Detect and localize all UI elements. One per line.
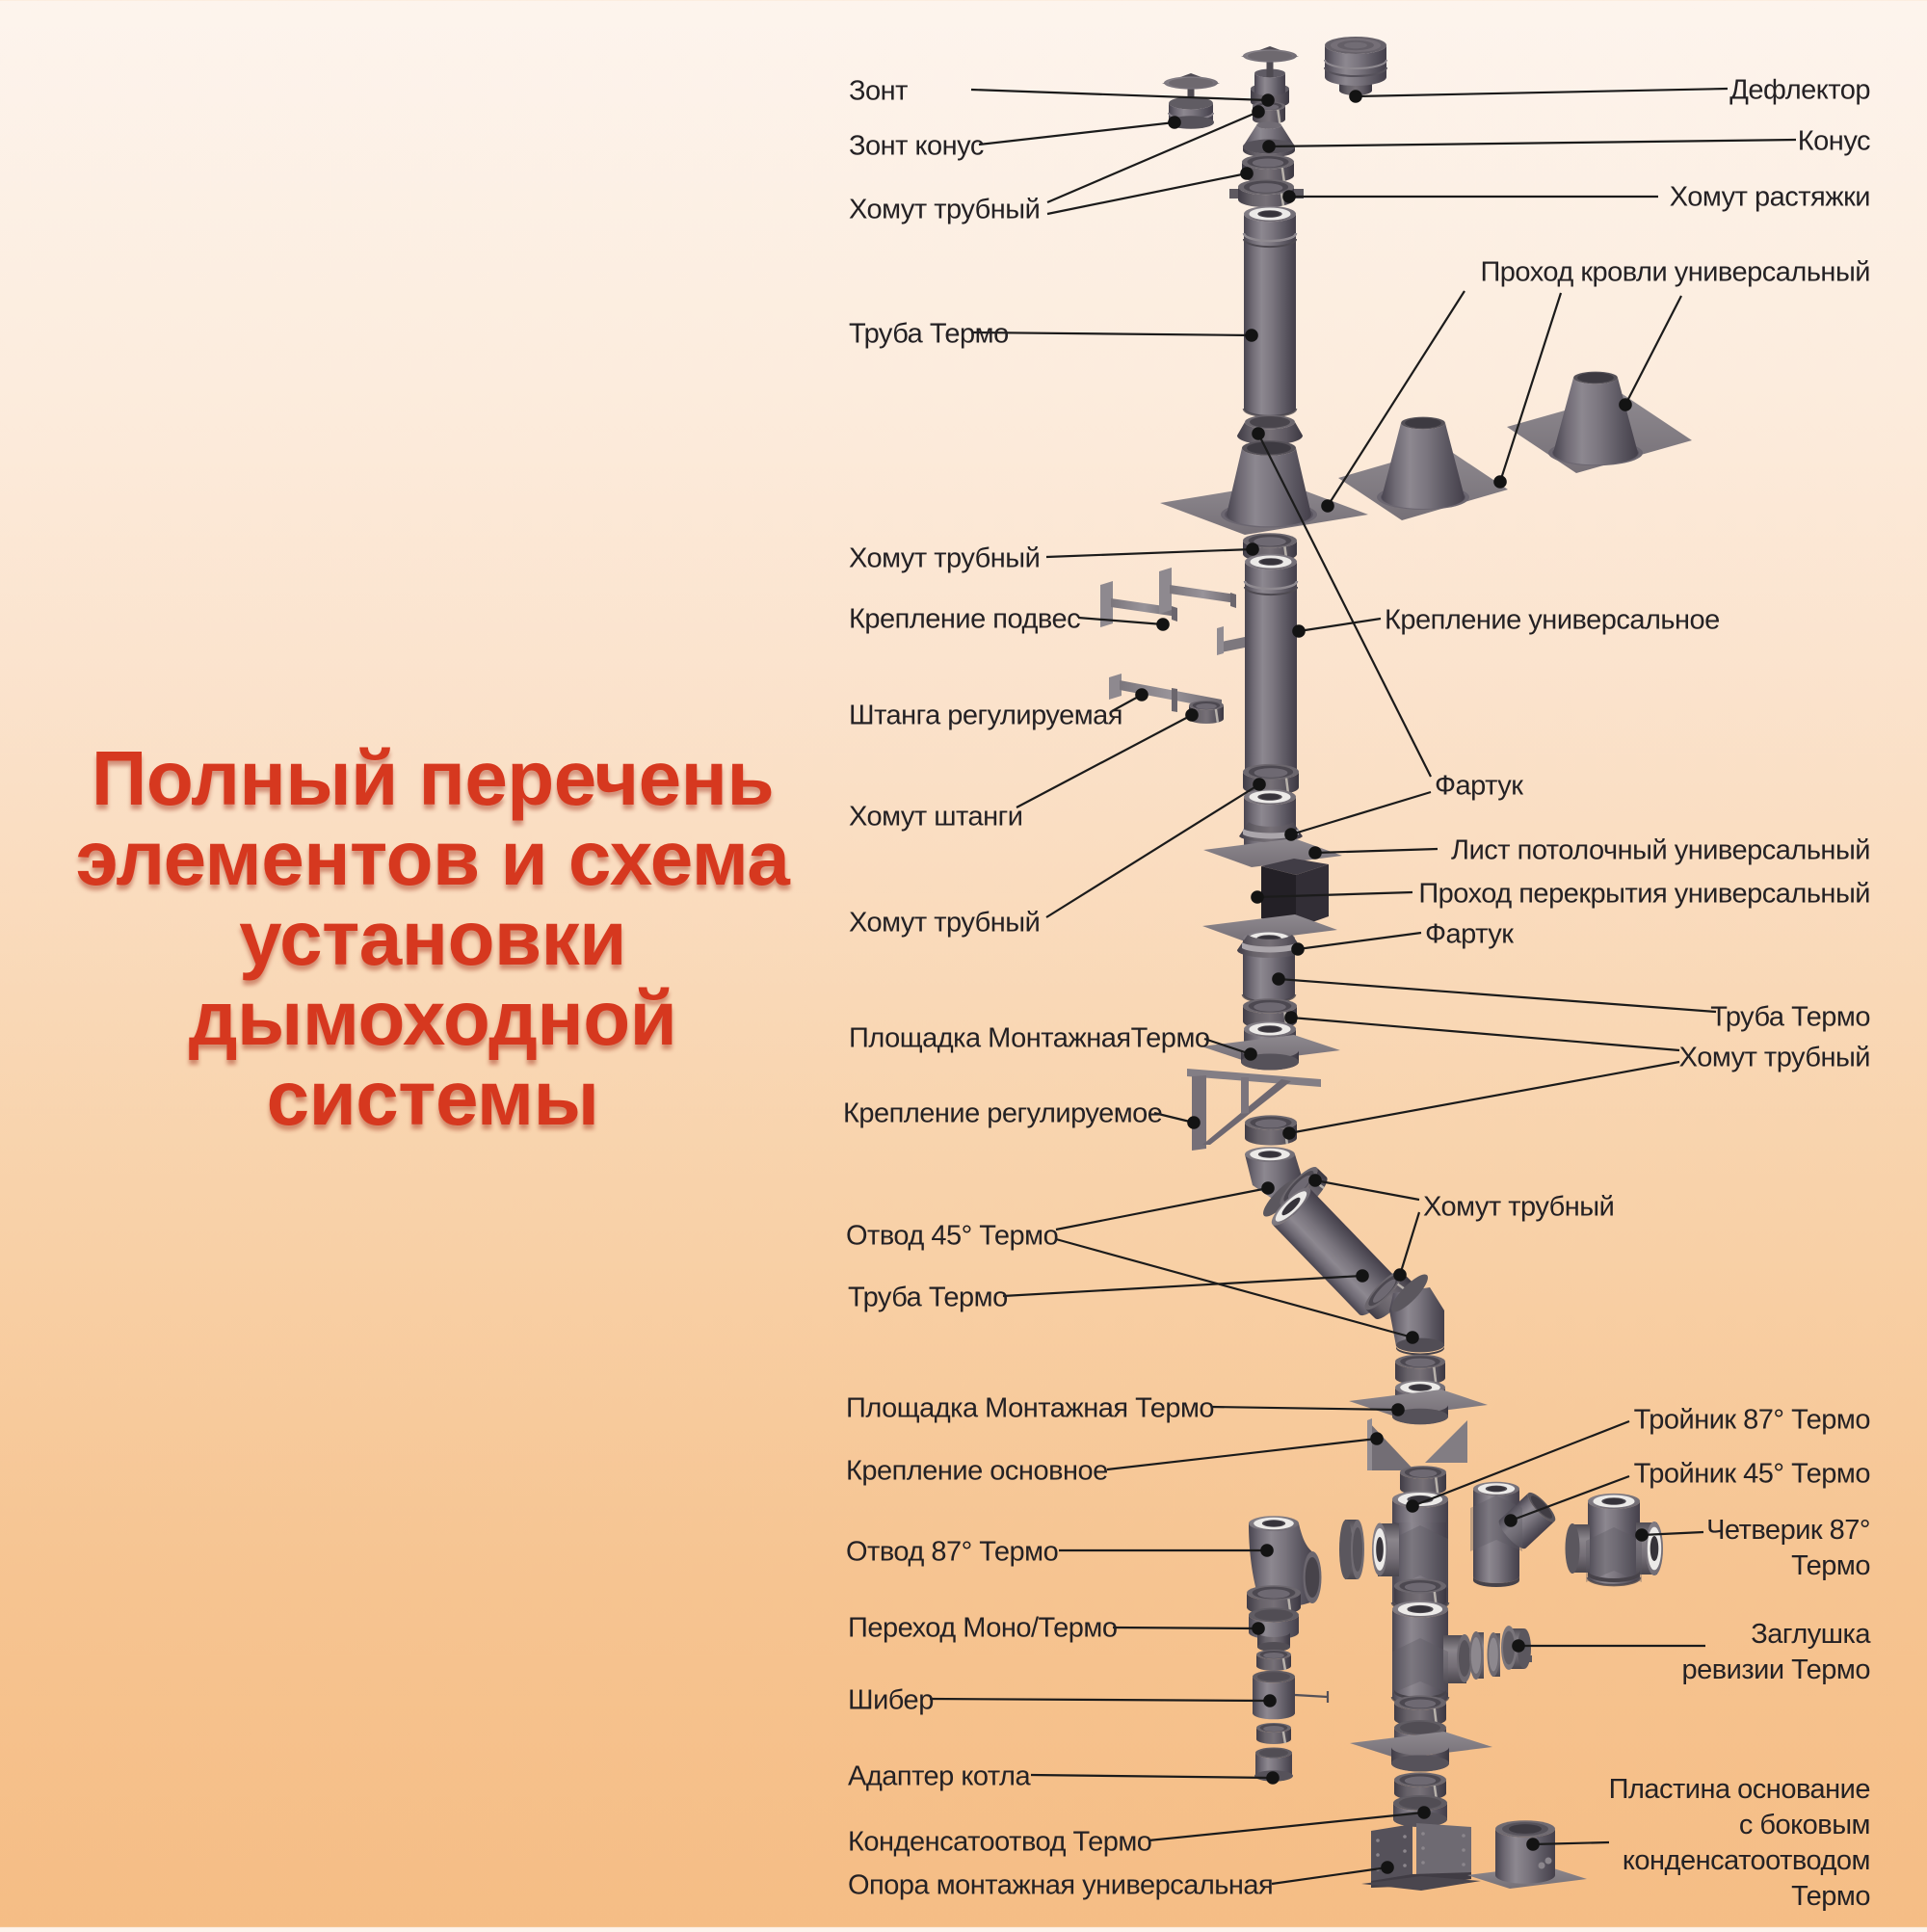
svg-text:Заглушка: Заглушка: [1751, 1619, 1871, 1650]
svg-text:Хомут растяжки: Хомут растяжки: [1670, 181, 1870, 212]
svg-text:Тройник 87° Термо: Тройник 87° Термо: [1634, 1404, 1870, 1435]
svg-text:Хомут трубный: Хомут трубный: [1679, 1042, 1870, 1072]
svg-text:Хомут штанги: Хомут штанги: [849, 801, 1022, 832]
svg-text:Фартук: Фартук: [1435, 770, 1523, 801]
svg-text:Крепление подвес: Крепление подвес: [849, 603, 1080, 634]
svg-text:Зонт конус: Зонт конус: [849, 130, 984, 161]
svg-text:Труба Термо: Труба Термо: [848, 1282, 1008, 1312]
svg-text:Шибер: Шибер: [848, 1684, 934, 1715]
svg-text:Тройник 45° Термо: Тройник 45° Термо: [1634, 1458, 1870, 1489]
svg-text:Отвод 45° Термо: Отвод 45° Термо: [846, 1220, 1058, 1251]
svg-text:Хомут трубный: Хомут трубный: [849, 543, 1040, 573]
svg-text:Переход Моно/Термо: Переход Моно/Термо: [848, 1612, 1117, 1643]
svg-text:Площадка Монтажная Термо: Площадка Монтажная Термо: [846, 1392, 1214, 1423]
svg-text:Адаптер котла: Адаптер котла: [848, 1760, 1031, 1791]
svg-text:Крепление основное: Крепление основное: [846, 1455, 1108, 1486]
svg-text:Лист потолочный универсальный: Лист потолочный универсальный: [1451, 834, 1870, 865]
svg-text:Зонт: Зонт: [849, 75, 908, 106]
svg-text:Отвод 87° Термо: Отвод 87° Термо: [846, 1536, 1058, 1567]
svg-text:Крепление регулируемое: Крепление регулируемое: [843, 1098, 1162, 1128]
svg-text:ревизии Термо: ревизии Термо: [1681, 1654, 1870, 1685]
svg-text:Конденсатоотвод Термо: Конденсатоотвод Термо: [848, 1826, 1151, 1857]
svg-text:Площадка МонтажнаяТермо: Площадка МонтажнаяТермо: [849, 1022, 1210, 1053]
svg-text:конденсатоотводом: конденсатоотводом: [1623, 1845, 1870, 1876]
svg-text:Труба Термо: Труба Термо: [1710, 1001, 1870, 1032]
svg-text:Хомут трубный: Хомут трубный: [849, 194, 1040, 225]
svg-text:Штанга регулируемая: Штанга регулируемая: [849, 700, 1122, 730]
svg-text:Проход перекрытия универсальны: Проход перекрытия универсальный: [1418, 878, 1870, 909]
svg-text:Хомут трубный: Хомут трубный: [1423, 1191, 1614, 1222]
svg-text:Пластина основание: Пластина основание: [1609, 1774, 1870, 1805]
svg-text:Труба Термо: Труба Термо: [849, 318, 1009, 349]
svg-text:с боковым: с боковым: [1739, 1810, 1870, 1840]
svg-text:Четверик 87°: Четверик 87°: [1706, 1515, 1870, 1546]
svg-text:Хомут трубный: Хомут трубный: [849, 907, 1040, 938]
svg-text:Крепление универсальное: Крепление универсальное: [1385, 604, 1720, 635]
svg-text:Проход кровли универсальный: Проход кровли универсальный: [1480, 256, 1870, 287]
svg-text:Дефлектор: Дефлектор: [1729, 74, 1870, 105]
svg-text:Термо: Термо: [1791, 1881, 1870, 1912]
svg-text:Опора монтажная универсальная: Опора монтажная универсальная: [848, 1869, 1273, 1900]
svg-text:Конус: Конус: [1798, 125, 1870, 156]
svg-text:Термо: Термо: [1791, 1550, 1870, 1581]
svg-text:Фартук: Фартук: [1425, 918, 1514, 949]
